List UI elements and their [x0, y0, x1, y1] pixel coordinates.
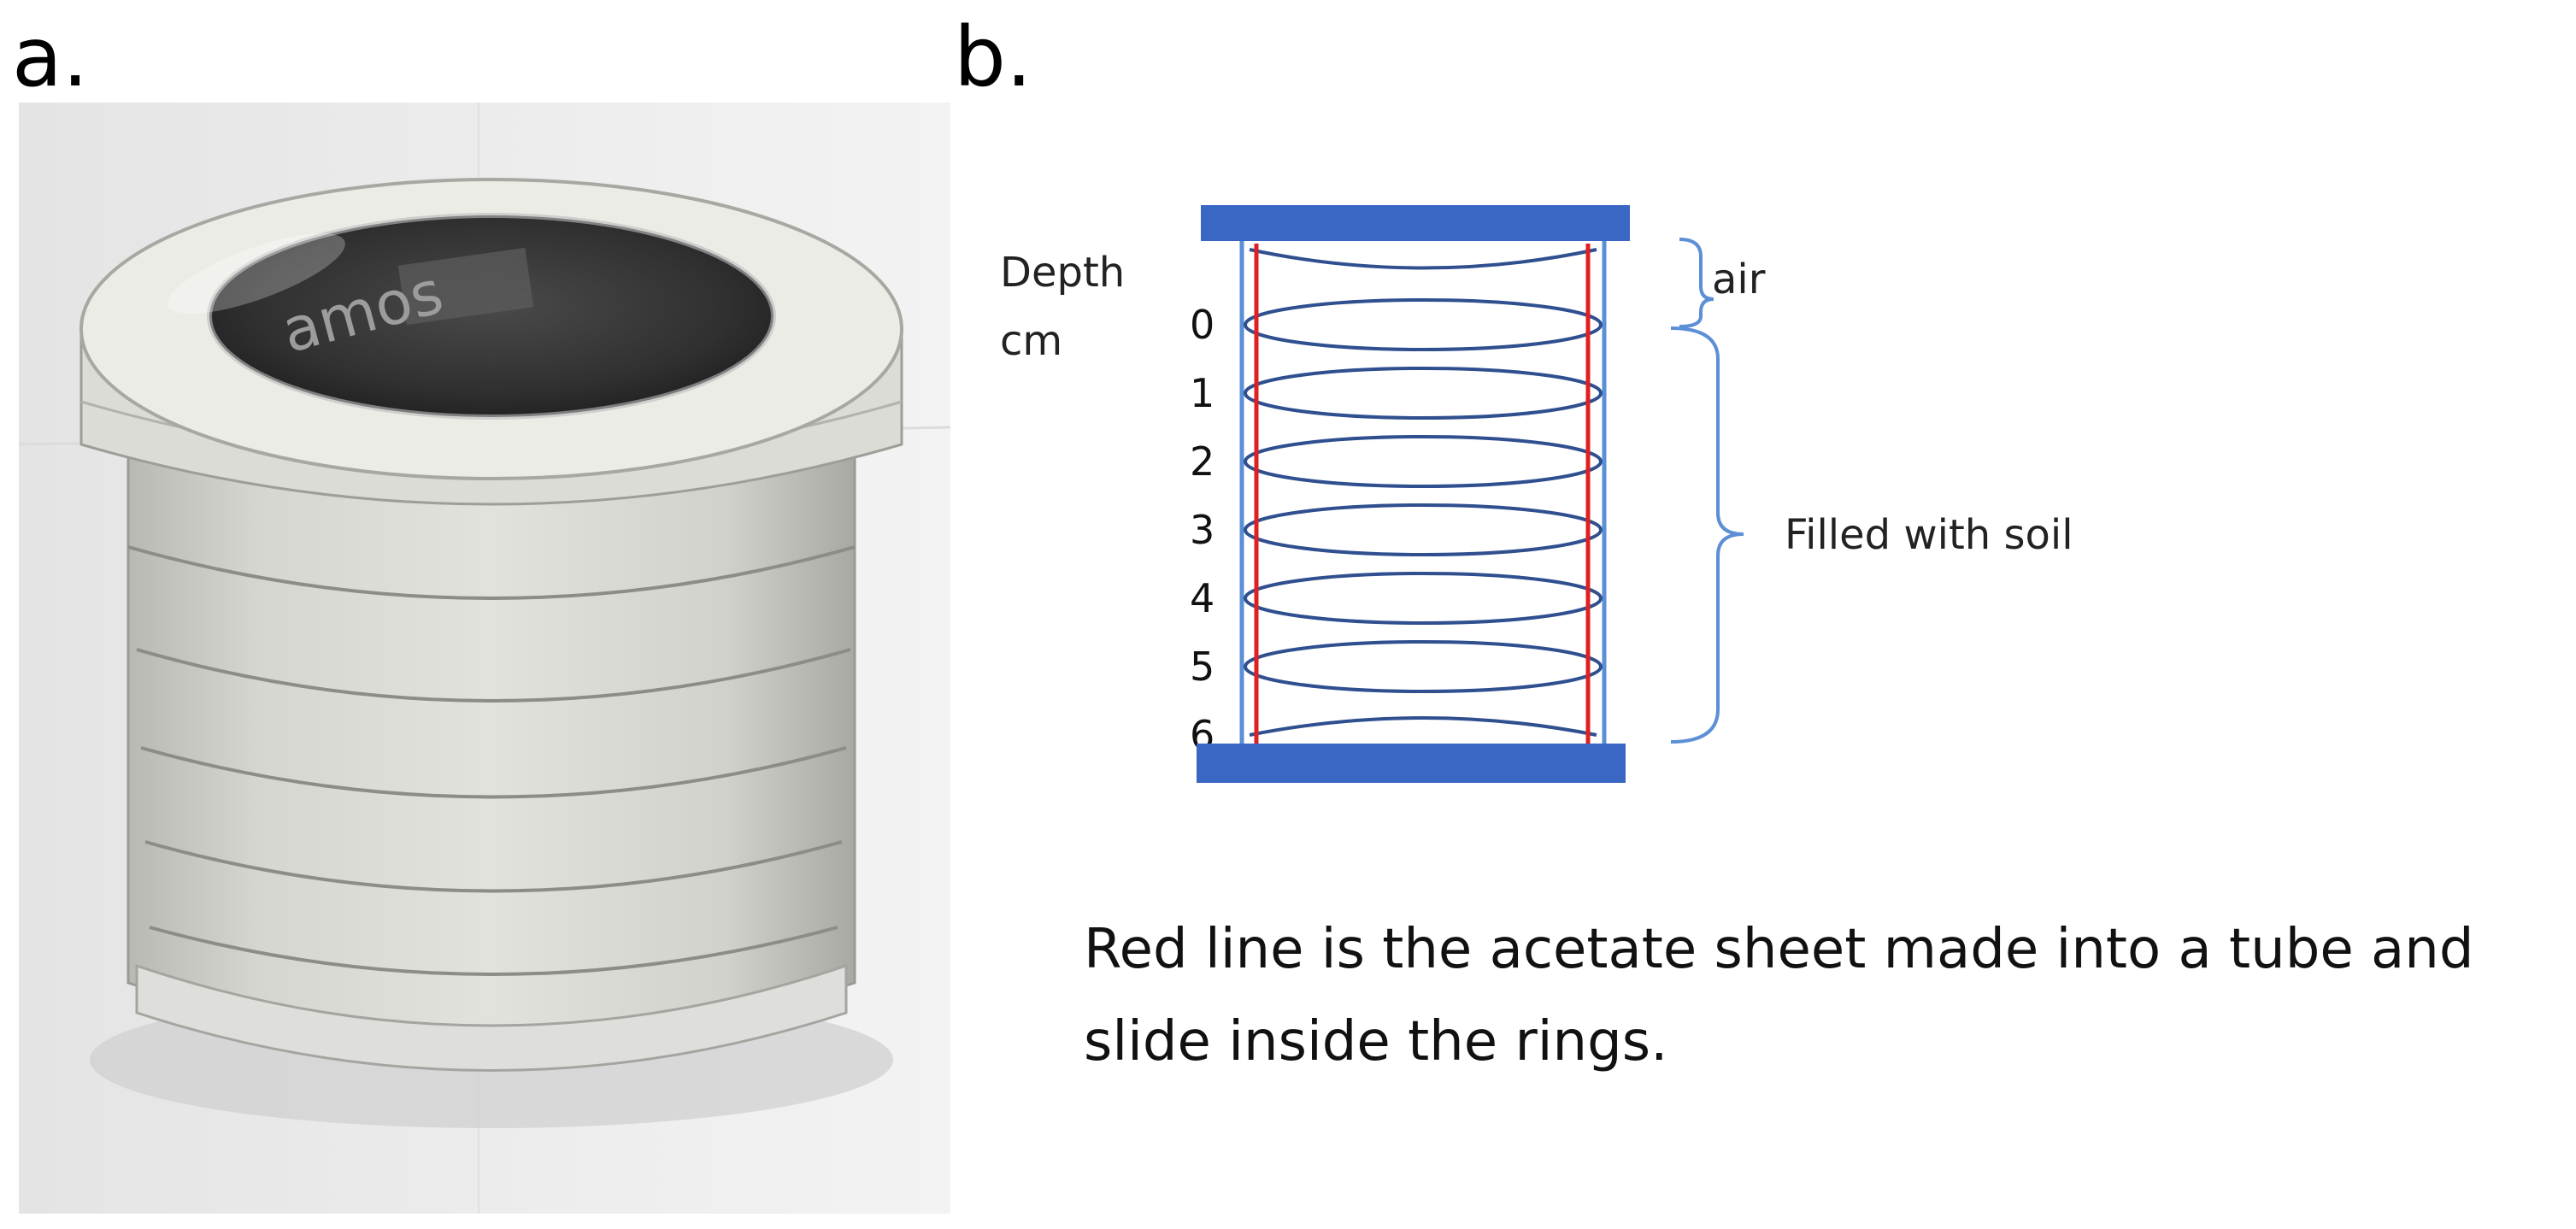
depth-tick: 2: [1190, 438, 1214, 485]
depth-tick: 0: [1190, 302, 1214, 348]
panel-a-photo: amos: [18, 103, 951, 1214]
ring: [1244, 298, 1603, 351]
lid-qr-code: [397, 247, 534, 326]
depth-unit-label: cm: [1000, 317, 1062, 365]
soil-rings: [1244, 248, 1603, 737]
ring: [1244, 640, 1603, 693]
depth-ticks: 0 1 2 3 4 5 6: [1190, 302, 1214, 758]
ring: [1244, 503, 1603, 556]
panel-a-label: a.: [12, 9, 88, 105]
note-line-1: Red line is the acetate sheet made into …: [1084, 918, 2473, 981]
depth-label: Depth: [1000, 249, 1125, 297]
cylinder-body: [126, 443, 856, 1044]
soil-label: Filled with soil: [1785, 511, 2073, 559]
ring: [1244, 367, 1603, 420]
depth-tick: 1: [1190, 370, 1214, 416]
top-end-plate: [1201, 205, 1630, 241]
lid-dark-disc: [209, 215, 773, 417]
panel-b-label: b.: [954, 9, 1032, 105]
depth-tick: 4: [1190, 575, 1214, 621]
ring: [1244, 435, 1603, 488]
air-bracket: [1679, 238, 1714, 328]
ring-bottom-arc: [1249, 716, 1597, 737]
ring: [1244, 572, 1603, 625]
bottom-end-plate: [1197, 744, 1626, 783]
depth-tick: 5: [1190, 644, 1214, 690]
ring-top-arc: [1249, 248, 1597, 270]
depth-tick: 3: [1190, 507, 1214, 553]
soil-bracket: [1670, 326, 1744, 744]
note-line-2: slide inside the rings.: [1084, 1010, 1667, 1073]
cylinder-base-band: [135, 963, 848, 1072]
air-label: air: [1712, 256, 1766, 303]
